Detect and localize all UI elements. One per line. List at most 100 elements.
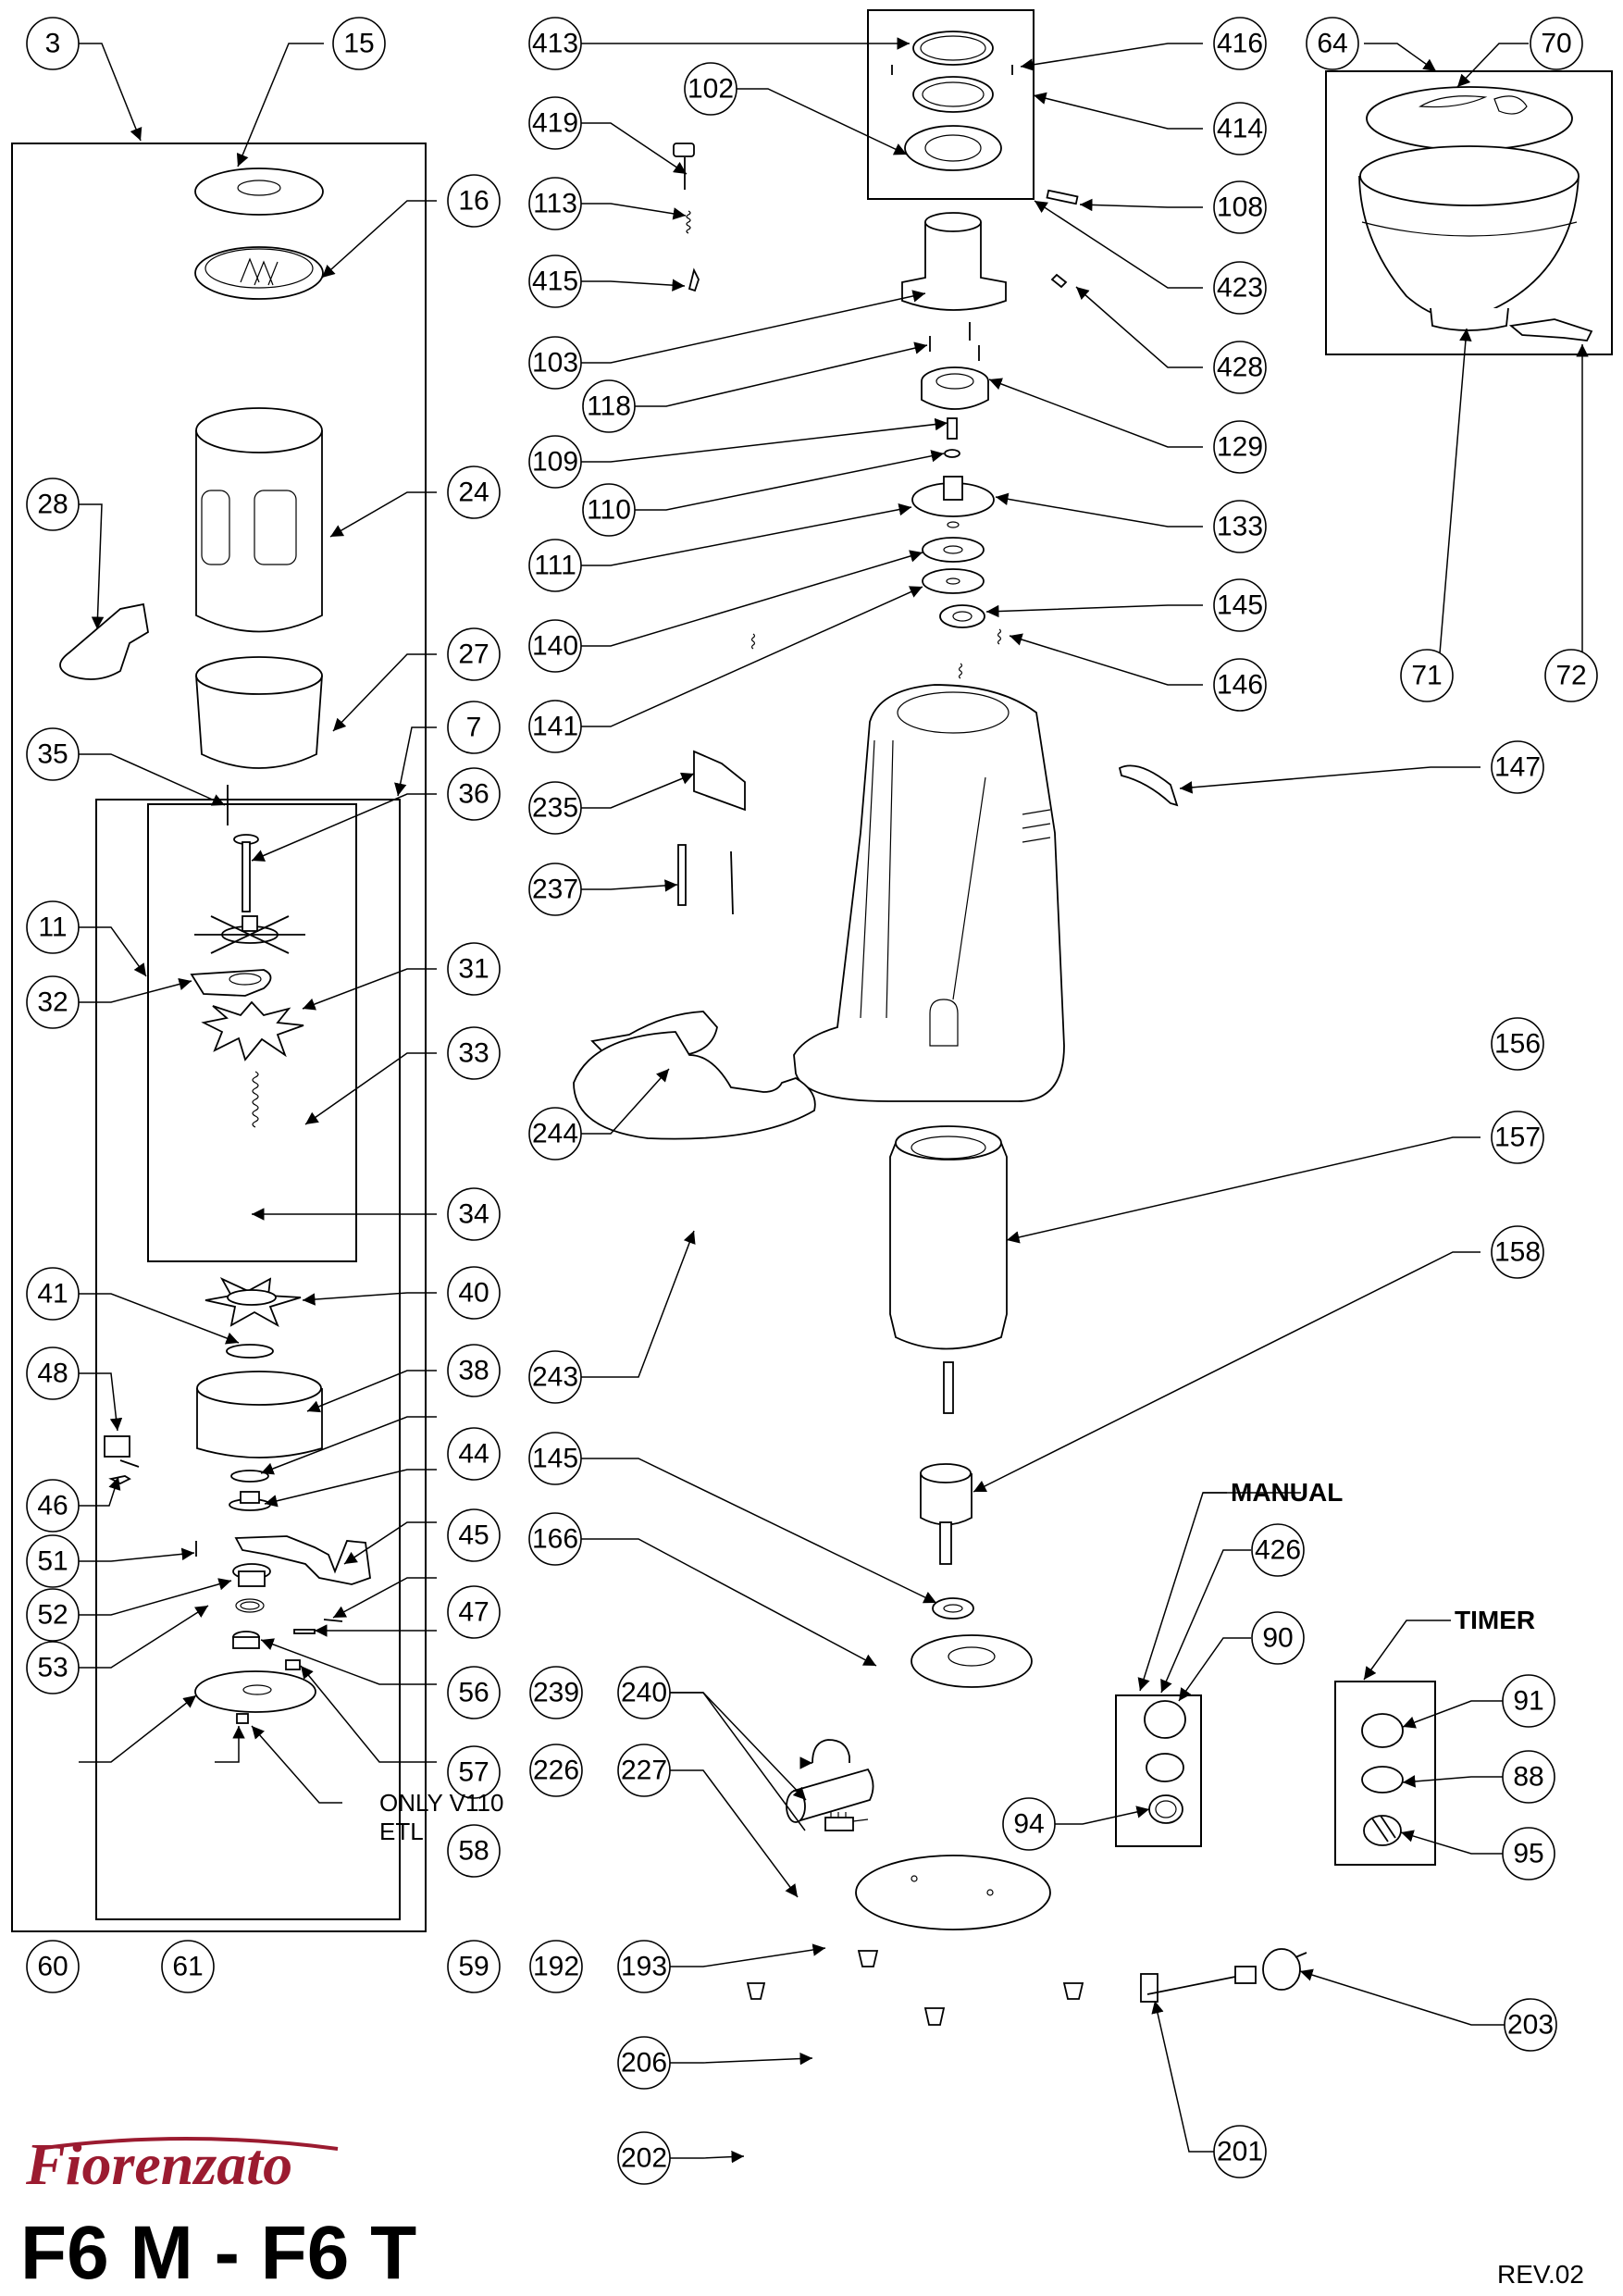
part-60-doser-base-plate [194,1670,316,1713]
callout-number: 90 [1262,1623,1293,1654]
callout-206: 206 [617,2036,671,2090]
callout-number: 88 [1513,1762,1543,1793]
part-15-cover-disc [194,168,324,216]
callout-circle [617,1940,671,1993]
callout-number: 28 [37,490,68,520]
callout-239: 239 [529,1666,583,1719]
callout-number: 51 [37,1546,68,1577]
callout-35: 35 [26,727,80,781]
callout-15: 15 [332,17,386,70]
callout-circle [528,539,582,592]
callout-number: 38 [458,1356,489,1386]
callout-circle [1502,1750,1555,1804]
callout-circle [26,900,80,954]
callout-circle [447,465,501,519]
callout-88: 88 [1502,1750,1555,1804]
part-72-hopper-gate [1508,318,1593,341]
part-90-switch-body [1144,1700,1186,1739]
part-428-screw [1050,273,1068,289]
part-243-tray-ring [573,1031,816,1140]
callout-circle [447,627,501,681]
callout-circle [447,1585,501,1639]
group-frame-11 [147,803,357,1262]
callout-circle [447,174,501,228]
part-24-doser-cylinder [195,430,323,633]
callout-circle [1400,649,1454,702]
callout-circle [529,1940,583,1993]
callout-156: 156 [1491,1017,1544,1071]
callout-circle [528,336,582,390]
callout-circle [26,1940,80,1993]
part-48-microswitch [104,1435,130,1458]
callout-circle [528,17,582,70]
part-59-block [285,1659,301,1670]
callout-40: 40 [447,1266,501,1320]
callout-circle [332,17,386,70]
callout-60: 60 [26,1940,80,1993]
callout-number: 108 [1217,192,1263,223]
callout-circle [1213,17,1267,70]
callout-243: 243 [528,1350,582,1404]
part-103-burr-carrier [901,222,1007,311]
part-140-shim [922,537,985,563]
callout-64: 64 [1306,17,1359,70]
callout-circle [26,1479,80,1533]
callout-7: 7 [447,701,501,754]
part-53-torsion-spring [235,1598,265,1613]
callout-number: 423 [1217,273,1263,304]
part-227-capacitor [786,1768,874,1823]
callout-113: 113 [528,177,582,230]
callout-number: 419 [532,108,578,139]
part-240-capacitor-clamp [812,1739,850,1764]
callout-415: 415 [528,254,582,308]
callout-circle [617,2131,671,2185]
callout-number: 428 [1217,353,1263,383]
callout-426: 426 [1251,1523,1305,1577]
callout-circle [161,1940,215,1993]
callout-41: 41 [26,1267,80,1321]
part-145-bearing-lower [932,1597,974,1620]
group-frame-7 [95,799,401,1920]
part-38-doser-body-ring [196,1388,323,1458]
callout-57: 57 [447,1745,501,1799]
callout-46: 46 [26,1479,80,1533]
callout-202: 202 [617,2131,671,2185]
callout-number: 141 [532,712,578,742]
callout-number: 94 [1013,1809,1044,1840]
callout-number: 129 [1217,432,1263,463]
callout-number: 147 [1494,752,1541,783]
part-46-clip [108,1475,131,1485]
callout-circle [1502,1827,1555,1880]
callout-32: 32 [26,975,80,1029]
callout-70: 70 [1530,17,1583,70]
callout-circle [1251,1611,1305,1665]
callout-141: 141 [528,700,582,753]
part-44-gasket [230,1470,269,1483]
callout-circle [1213,2125,1267,2178]
callout-number: 192 [533,1952,579,1982]
callout-circle [617,1666,671,1719]
callout-33: 33 [447,1026,501,1080]
callout-number: 44 [458,1439,489,1470]
callout-number: 58 [458,1836,489,1867]
callout-number: 61 [172,1952,203,1982]
callout-circle [528,619,582,673]
callout-number: 7 [466,713,482,743]
callout-109: 109 [528,435,582,489]
callout-28: 28 [26,478,80,531]
callout-72: 72 [1544,649,1598,702]
part-28-doser-lever [59,602,149,680]
callout-circle [1002,1797,1056,1851]
callout-31: 31 [447,942,501,996]
part-94-push-button [1148,1794,1183,1824]
callout-number: 102 [688,74,734,105]
callout-58: 58 [447,1824,501,1878]
callout-circle [582,483,636,537]
callout-circle [26,1588,80,1642]
revision-label: REV.02 [1497,2260,1584,2289]
callout-number: 156 [1494,1029,1541,1060]
callout-129: 129 [1213,420,1267,474]
part-166-motor-flange [911,1634,1033,1688]
part-108-pin [1046,189,1079,205]
callout-number: 145 [1217,590,1263,621]
